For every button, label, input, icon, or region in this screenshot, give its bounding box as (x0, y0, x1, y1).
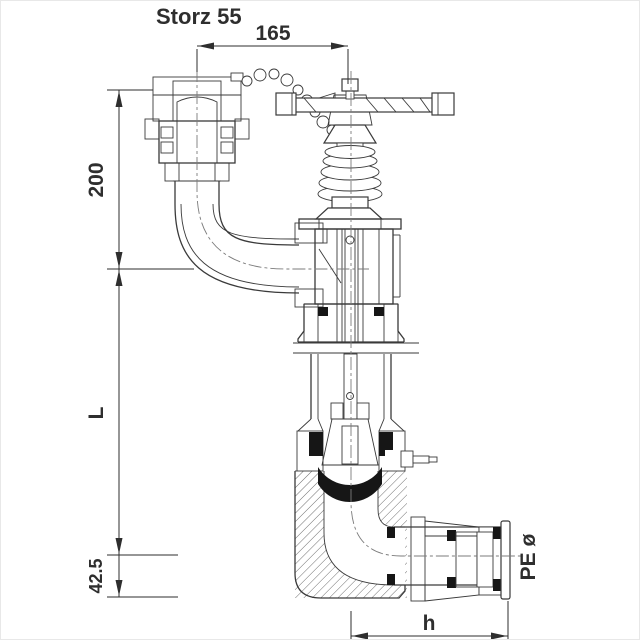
dimension-h-label: h (423, 612, 436, 635)
break-lines (289, 342, 423, 354)
dimension-length-label: L (85, 406, 108, 419)
dimension-165: 165 (196, 22, 349, 84)
dimension-200: 200 (85, 89, 194, 270)
spindle-spring (314, 145, 384, 220)
valve-bonnet (298, 218, 402, 343)
elbow-pipe (174, 181, 324, 308)
storz-label: Storz 55 (156, 4, 242, 29)
drain-plug (385, 450, 438, 468)
dimension-42-5: 42.5 (86, 555, 178, 598)
riser-column (297, 353, 405, 432)
dimension-165-label: 165 (255, 22, 290, 45)
dimension-42-5-label: 42.5 (86, 558, 106, 593)
pe-diameter-label: PE ø (517, 533, 540, 580)
dimension-length: L (85, 269, 178, 556)
dimension-h: h (350, 601, 509, 639)
centerlines (196, 69, 524, 557)
dimension-200-label: 200 (85, 162, 108, 197)
pe-coupling (387, 516, 511, 602)
